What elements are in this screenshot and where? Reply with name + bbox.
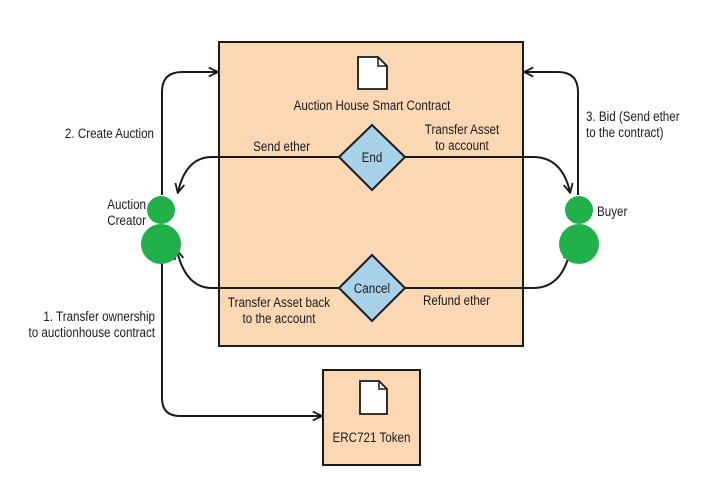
buyer-label: Buyer — [597, 204, 628, 219]
transfer-asset-account-label: Transfer Asset to account — [424, 122, 500, 153]
end-label: End — [361, 150, 383, 165]
end-diamond — [337, 123, 407, 192]
contract-title: Auction House Smart Contract — [293, 98, 451, 113]
send-ether-label: Send ether — [253, 139, 310, 154]
cancel-diamond — [337, 253, 407, 323]
auction-creator-label: Auction Creator — [107, 197, 146, 228]
token-document-icon — [359, 380, 388, 415]
transfer-ownership-label: 1. Transfer ownership to auctionhouse co… — [28, 309, 156, 340]
transfer-asset-back-label: Transfer Asset back to the account — [227, 295, 331, 326]
auction-creator-actor-icon — [141, 196, 181, 264]
create-auction-label: 2. Create Auction — [64, 126, 154, 141]
transfer-asset-arrow — [405, 156, 570, 192]
bid-label: 3. Bid (Send ether to the contract) — [586, 109, 680, 140]
transfer-asset-back-arrow — [177, 251, 340, 289]
cancel-label: Cancel — [353, 281, 391, 296]
token-title: ERC721 Token — [332, 430, 411, 445]
contract-document-icon — [357, 56, 388, 90]
create-auction-arrow — [161, 72, 217, 195]
buyer-actor-icon — [559, 196, 599, 264]
send-ether-arrow — [178, 156, 340, 192]
transfer-ownership-arrow — [161, 262, 321, 416]
bid-arrow — [525, 72, 579, 195]
refund-ether-label: Refund ether — [423, 293, 491, 308]
